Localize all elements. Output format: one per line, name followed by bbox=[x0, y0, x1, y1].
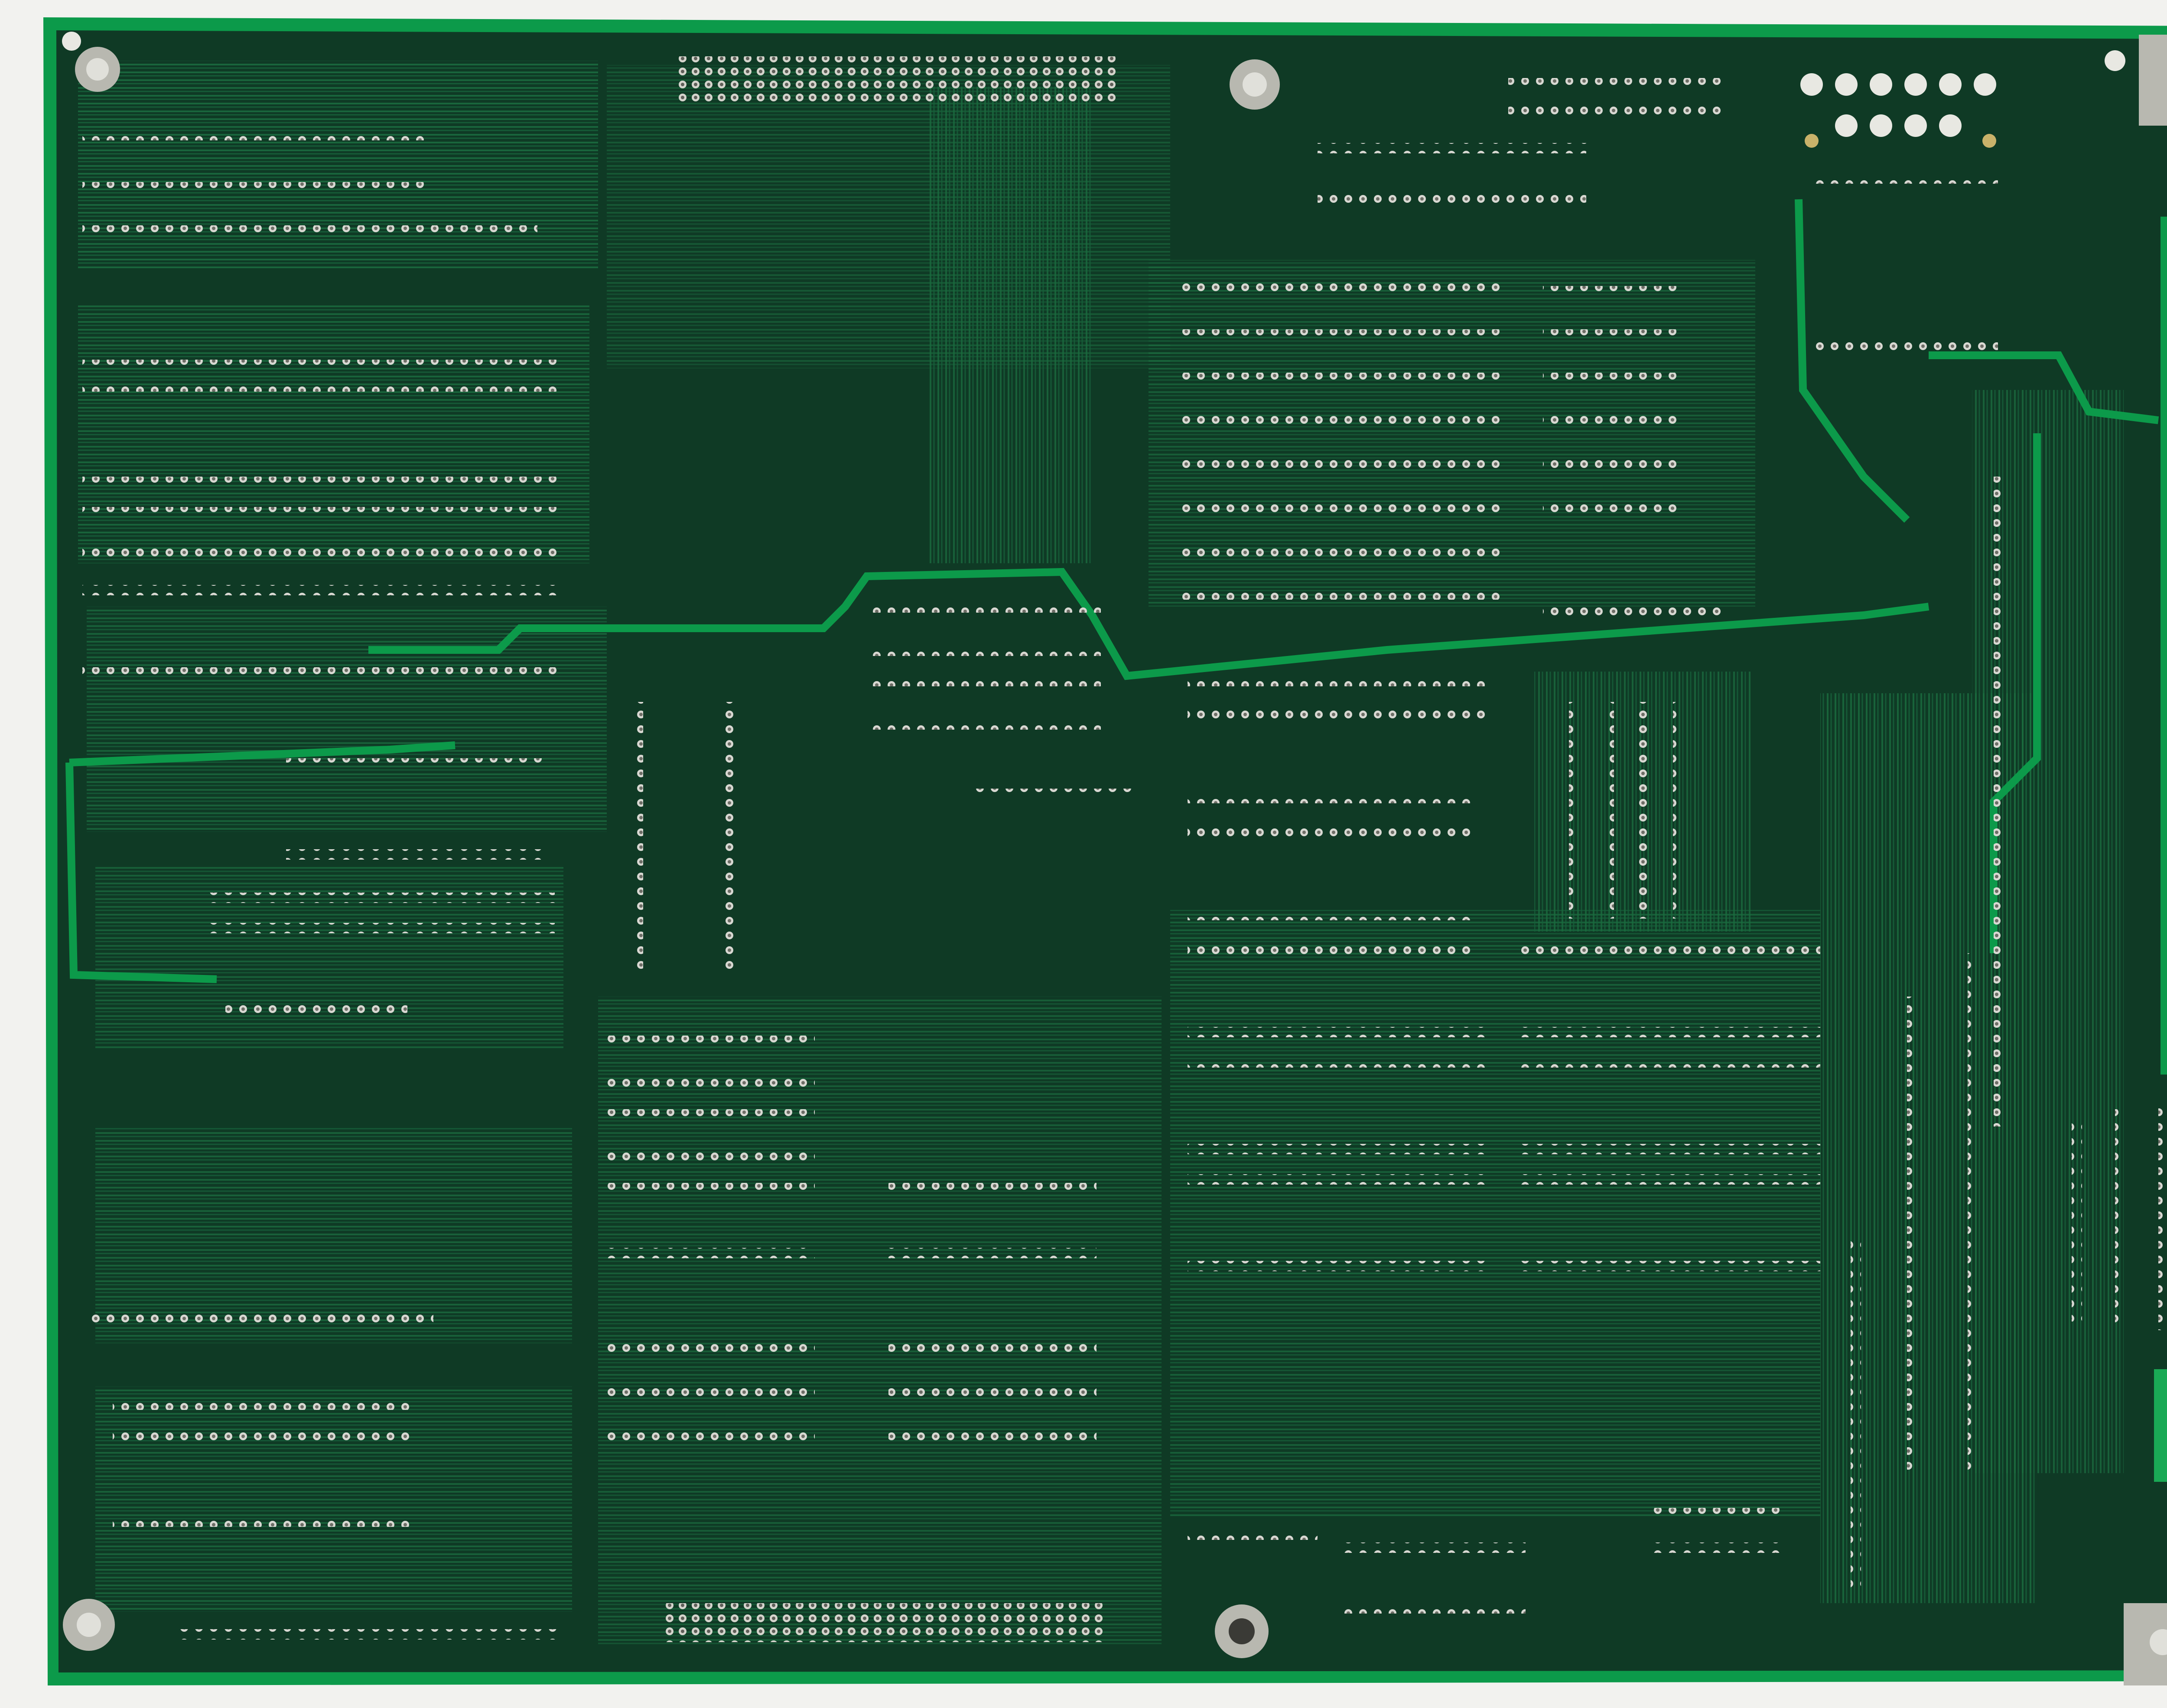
mounting-holes bbox=[62, 32, 2167, 1685]
bottom-pin-grid-connector bbox=[663, 1603, 1105, 1642]
connector-holes bbox=[1800, 73, 1996, 148]
trace-fields bbox=[78, 61, 2124, 1646]
top-pin-grid-connector bbox=[676, 56, 1118, 104]
mount-plate-top-right bbox=[2139, 35, 2167, 126]
edge-connector bbox=[2160, 979, 2167, 1066]
pin-grid-connectors bbox=[663, 56, 1118, 1642]
large-copper-pad bbox=[2154, 1369, 2167, 1482]
ic-footprints bbox=[82, 78, 2167, 1640]
